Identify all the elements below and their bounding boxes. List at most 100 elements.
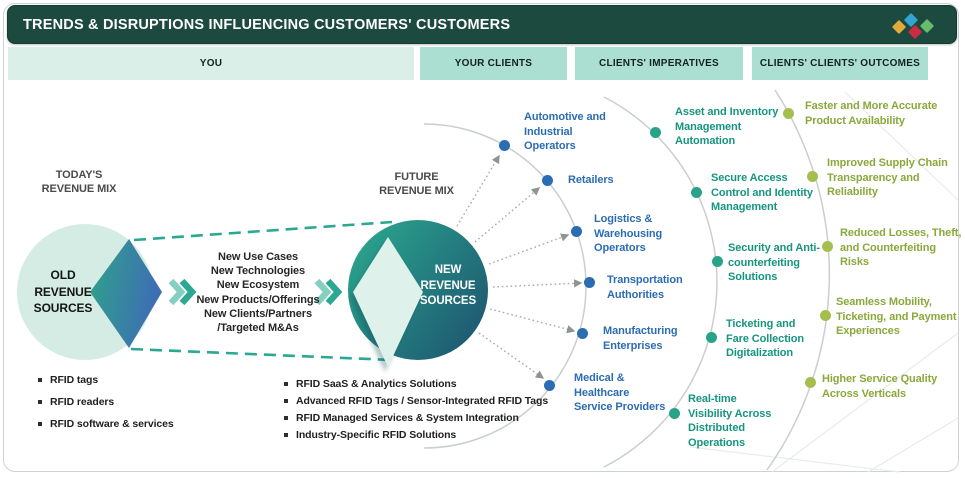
revenue-shift-diamond bbox=[90, 239, 162, 348]
header-bar: TRENDS & DISRUPTIONS INFLUENCING CUSTOME… bbox=[7, 5, 957, 44]
text-line: Experiences bbox=[836, 325, 900, 338]
text-line: Seamless Mobility, bbox=[836, 296, 932, 308]
column-band-you: YOU bbox=[8, 47, 414, 80]
growth-drivers-list: New Use Cases New Technologies New Ecosy… bbox=[193, 250, 323, 335]
text-line: REVENUE MIX bbox=[41, 182, 117, 195]
list-item-text: RFID tags bbox=[50, 374, 99, 386]
text-line: REVENUE bbox=[420, 279, 476, 292]
text-line: Reliability bbox=[827, 186, 878, 199]
column-band-your-clients: YOUR CLIENTS bbox=[420, 47, 567, 80]
bullet-square-icon bbox=[38, 400, 42, 404]
list-item-text: RFID software & services bbox=[50, 418, 174, 430]
outcome-dot bbox=[805, 377, 816, 388]
dotted-arrow bbox=[456, 154, 500, 227]
text-line: REVENUE MIX bbox=[379, 184, 454, 197]
bullet-square-icon bbox=[38, 422, 42, 426]
client-dot bbox=[571, 226, 582, 237]
chevron-right-icon bbox=[168, 278, 197, 306]
text-line: OLD bbox=[50, 268, 76, 282]
text-line: Asset and Inventory bbox=[675, 106, 779, 118]
outcome-dot bbox=[783, 108, 794, 119]
imperative-dot bbox=[691, 187, 702, 198]
text-line: Warehousing bbox=[594, 227, 663, 240]
client-label-manufacturing: Manufacturing Enterprises bbox=[603, 324, 678, 353]
outcome-label-product-availability: Faster and More Accurate Product Availab… bbox=[805, 99, 937, 128]
text-line: Real-time bbox=[688, 393, 737, 405]
dotted-arrow bbox=[478, 332, 545, 379]
list-item: RFID Managed Services & System Integrati… bbox=[284, 412, 548, 425]
client-label-automotive: Automotive and Industrial Operators bbox=[524, 110, 606, 154]
list-item-text: Industry-Specific RFID Solutions bbox=[296, 429, 457, 441]
list-item: Industry-Specific RFID Solutions bbox=[284, 429, 548, 442]
outcome-dot bbox=[820, 310, 831, 321]
text-line: Ticketing, and Payment bbox=[836, 310, 957, 323]
today-revenue-mix-title: TODAY'S REVENUE MIX bbox=[29, 169, 129, 196]
decor-line bbox=[844, 91, 959, 201]
list-item-text: RFID Managed Services & System Integrati… bbox=[296, 412, 519, 424]
text-line: Fare Collection bbox=[726, 332, 804, 345]
decor-line bbox=[689, 446, 901, 473]
text-line: NEW bbox=[434, 264, 462, 276]
text-line: New Clients/Partners bbox=[203, 307, 313, 320]
text-line: Faster and More Accurate bbox=[805, 100, 938, 112]
column-label: CLIENTS' IMPERATIVES bbox=[599, 58, 719, 69]
text-line: Industrial bbox=[524, 125, 573, 138]
imperatives-arc bbox=[603, 96, 718, 468]
imperative-label-asset-inventory: Asset and Inventory Management Automatio… bbox=[675, 105, 778, 149]
text-line: Medical & bbox=[574, 372, 625, 384]
bullet-square-icon bbox=[284, 399, 288, 403]
column-label: CLIENTS' CLIENTS' OUTCOMES bbox=[759, 58, 921, 69]
text-line: Authorities bbox=[607, 288, 664, 301]
text-line: Operations bbox=[688, 436, 746, 449]
text-line: Enterprises bbox=[603, 339, 663, 352]
expansion-dashed-line-bottom bbox=[130, 347, 393, 362]
text-line: New Technologies bbox=[210, 265, 306, 278]
imperative-dot bbox=[706, 332, 717, 343]
text-line: Digitalization bbox=[726, 347, 794, 360]
client-label-transportation: Transportation Authorities bbox=[607, 273, 683, 302]
text-line: Operators bbox=[594, 242, 646, 255]
bullet-square-icon bbox=[284, 416, 288, 420]
list-item-text: Advanced RFID Tags / Sensor-Integrated R… bbox=[296, 395, 549, 407]
dotted-arrow bbox=[474, 187, 541, 243]
text-line: Security and Anti- bbox=[728, 242, 820, 254]
client-label-logistics: Logistics & Warehousing Operators bbox=[594, 212, 662, 256]
text-line: counterfeiting bbox=[728, 256, 800, 269]
future-revenue-mix-title: FUTURE REVENUE MIX bbox=[365, 171, 468, 198]
column-band-clients-imperatives: CLIENTS' IMPERATIVES bbox=[575, 47, 743, 80]
text-line: Risks bbox=[840, 256, 869, 269]
column-label: YOU bbox=[199, 58, 223, 69]
text-line: Automation bbox=[675, 135, 736, 148]
client-label-retailers: Retailers bbox=[568, 173, 614, 188]
outcomes-arc bbox=[766, 89, 831, 471]
decor-line bbox=[771, 332, 959, 473]
today-products-list: RFID tags RFID readers RFID software & s… bbox=[38, 374, 174, 440]
text-line: Management bbox=[711, 201, 778, 214]
imperative-dot bbox=[669, 408, 680, 419]
text-line: Distributed bbox=[688, 422, 745, 435]
bullet-square-icon bbox=[284, 382, 288, 386]
client-dot bbox=[577, 328, 588, 339]
dotted-arrow bbox=[489, 308, 576, 334]
client-dot bbox=[544, 380, 555, 391]
outcome-label-service-quality: Higher Service Quality Across Verticals bbox=[822, 372, 937, 401]
text-line: Visibility Across bbox=[688, 407, 772, 420]
imperative-label-anticounterfeiting: Security and Anti- counterfeiting Soluti… bbox=[728, 241, 820, 285]
outcome-label-reduced-losses: Reduced Losses, Theft, and Counterfeitin… bbox=[840, 226, 961, 270]
future-diamond bbox=[353, 237, 423, 367]
text-line: Service Providers bbox=[574, 401, 666, 414]
text-line: Solutions bbox=[728, 271, 778, 284]
list-item-text: RFID SaaS & Analytics Solutions bbox=[296, 378, 457, 390]
column-band-clients-clients-outcomes: CLIENTS' CLIENTS' OUTCOMES bbox=[752, 47, 928, 80]
text-line: Higher Service Quality bbox=[822, 373, 938, 385]
expansion-dashed-line-top bbox=[133, 220, 393, 242]
text-line: Transparency and bbox=[827, 171, 920, 184]
text-line: Healthcare bbox=[574, 386, 630, 399]
outcome-dot bbox=[822, 241, 833, 252]
text-line: Across Verticals bbox=[822, 387, 907, 400]
imperative-label-realtime-visibility: Real-time Visibility Across Distributed … bbox=[688, 392, 771, 450]
imperative-dot bbox=[650, 127, 661, 138]
text-line: SOURCES bbox=[419, 295, 477, 307]
